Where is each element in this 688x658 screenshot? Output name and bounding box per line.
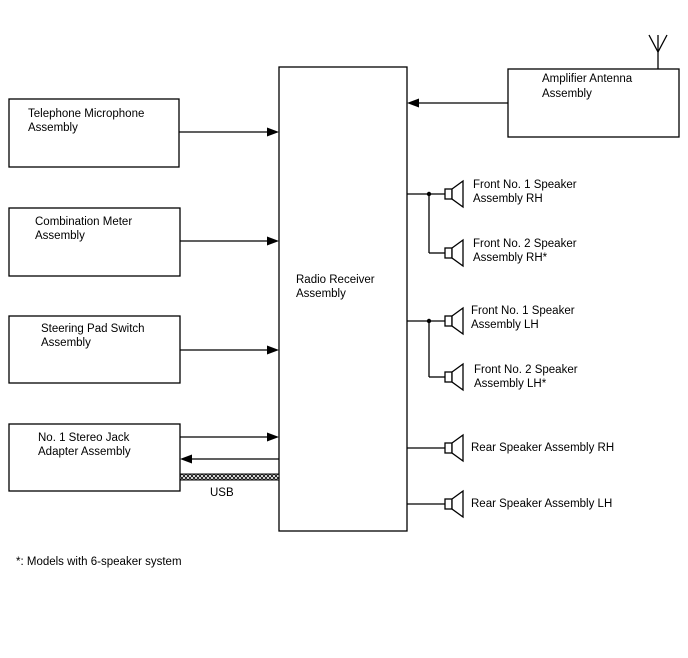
speaker-front2-lh-label-1: Front No. 2 Speaker [474,364,578,376]
telephone-microphone-label-2: Assembly [28,122,78,134]
amplifier-antenna-label-2: Assembly [542,88,592,100]
amplifier-antenna-label-1: Amplifier Antenna [542,73,633,85]
speaker-front1-lh-label-1: Front No. 1 Speaker [471,305,575,317]
speaker-rear-rh-label: Rear Speaker Assembly RH [471,442,614,454]
steering-pad-switch-box: Steering Pad Switch Assembly [8,315,181,384]
arrow-stereo-jack-in [180,432,279,442]
speaker-icon-front2-rh [444,238,464,268]
speaker-rear-lh-label: Rear Speaker Assembly LH [471,498,612,510]
combination-meter-label-1: Combination Meter [35,216,132,228]
telephone-microphone-box: Telephone Microphone Assembly [8,98,180,168]
junction-dot-lh [426,318,432,324]
antenna-icon [648,34,668,69]
speaker-front2-lh-label-2: Assembly LH* [474,378,547,390]
speaker-wiring [407,193,445,505]
steering-pad-switch-label-2: Assembly [41,337,91,349]
footnote: *: Models with 6-speaker system [16,556,182,568]
speaker-front2-rh-label-1: Front No. 2 Speaker [473,238,577,250]
speaker-front1-lh-label-2: Assembly LH [471,319,539,331]
arrow-tel-mic [179,127,279,137]
stereo-jack-adapter-box: No. 1 Stereo Jack Adapter Assembly [8,423,181,492]
combination-meter-box: Combination Meter Assembly [8,207,181,277]
speaker-icon-front2-lh [444,362,464,392]
steering-pad-switch-label-1: Steering Pad Switch [41,323,145,335]
radio-receiver-label-1: Radio Receiver [296,274,375,286]
speaker-icon-front1-lh [444,306,464,336]
arrow-antenna [407,98,508,108]
speaker-front2-rh-label-2: Assembly RH* [473,252,548,264]
speaker-icon-rear-rh [444,433,464,463]
speaker-icon-front1-rh [444,179,464,209]
stereo-jack-adapter-label-1: No. 1 Stereo Jack [38,432,130,444]
radio-receiver-label-2: Assembly [296,288,346,300]
speaker-front1-rh-label-1: Front No. 1 Speaker [473,179,577,191]
telephone-microphone-label-1: Telephone Microphone [28,108,144,120]
arrow-stereo-jack-out [180,454,279,464]
radio-receiver-box: Radio Receiver Assembly [278,66,408,532]
junction-dot-rh [426,191,432,197]
arrow-steering-sw [180,345,279,355]
amplifier-antenna-box: Amplifier Antenna Assembly [507,68,680,138]
arrow-comb-meter [180,236,279,246]
usb-cable: USB [179,473,280,499]
speaker-icon-rear-lh [444,489,464,519]
speaker-front1-rh-label-2: Assembly RH [473,193,543,205]
usb-label: USB [210,487,234,499]
stereo-jack-adapter-label-2: Adapter Assembly [38,446,131,458]
combination-meter-label-2: Assembly [35,230,85,242]
